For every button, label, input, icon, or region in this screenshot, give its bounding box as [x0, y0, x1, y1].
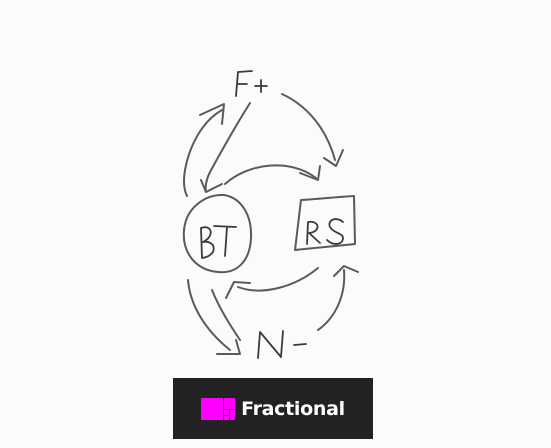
node-n-minus: [257, 330, 307, 359]
brand-banner: Fractional: [173, 378, 373, 439]
arrowhead-bt-top: [200, 179, 223, 193]
edge-f-plus-to-bt-outer: [182, 109, 223, 197]
brand-name: Fractional: [241, 397, 345, 420]
edge-n-minus-to-rs: [317, 269, 346, 331]
fractional-logo-icon: [201, 397, 236, 420]
node-bt: [182, 193, 253, 274]
edge-rs-to-bt: [237, 267, 319, 292]
hand-drawn-diagram: [182, 70, 359, 359]
edge-bt-to-n-minus-inner: [211, 289, 241, 341]
node-f-plus: [235, 70, 268, 97]
arrowhead-rs-bottom: [333, 265, 359, 277]
arrowhead-rs-right: [323, 149, 344, 167]
edge-f-plus-to-bt-inner: [204, 102, 251, 193]
node-rs: [294, 195, 356, 251]
arrowhead-f-plus-left: [199, 103, 225, 125]
arrowhead-n-minus-left: [216, 339, 241, 355]
edge-f-plus-to-rs: [281, 93, 336, 161]
edge-bt-to-n-minus-outer: [187, 279, 231, 351]
edge-bt-to-rs: [224, 164, 317, 185]
arrowhead-bt-bottom: [225, 281, 251, 299]
arrowhead-rs-top: [299, 165, 321, 181]
